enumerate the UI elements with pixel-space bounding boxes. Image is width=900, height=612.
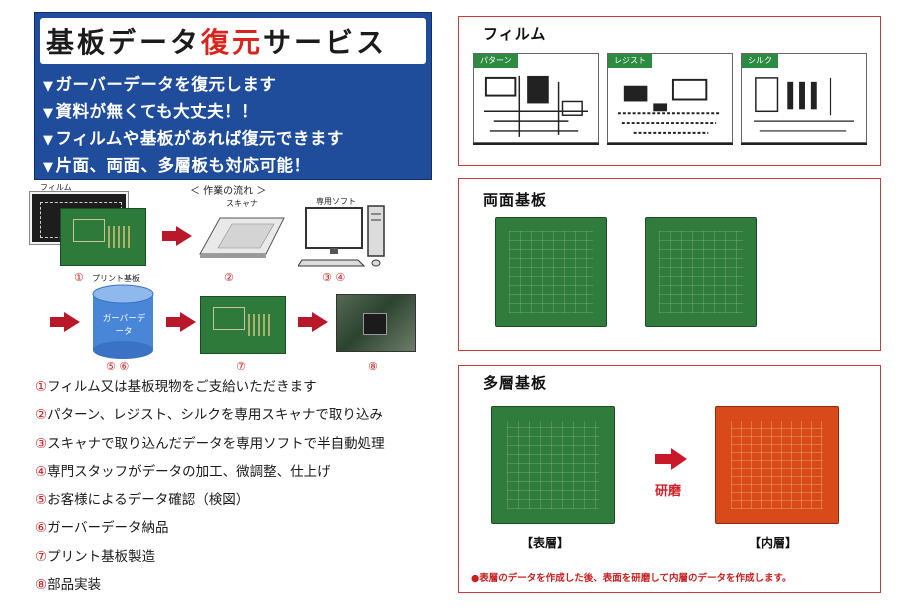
surface-layer-label: 【表層】 bbox=[521, 536, 570, 550]
list-item: ④専門スタッフがデータの加工、微調整、仕上げ bbox=[35, 463, 331, 480]
film-card-pattern: パターン bbox=[473, 53, 599, 143]
marker-3-4: ③ ④ bbox=[322, 271, 346, 284]
pcb-label: プリント基板 bbox=[92, 274, 140, 283]
banner-title-post: サービス bbox=[263, 26, 388, 59]
inner-layer-board-image bbox=[715, 406, 839, 524]
service-banner: 基板データ復元サービス ▼ガーバーデータを復元します ▼資料が無くても大丈夫！！… bbox=[34, 12, 432, 180]
banner-point: ▼片面、両面、多層板も対応可能！ bbox=[43, 152, 344, 179]
film-card-tag: シルク bbox=[742, 54, 778, 68]
list-item: ①フィルム又は基板現物をご支給いただきます bbox=[35, 379, 317, 395]
scanner-icon bbox=[199, 217, 285, 258]
flow-arrow-icon bbox=[166, 312, 196, 332]
film-card-resist: レジスト bbox=[607, 53, 733, 143]
manufactured-pcb-image bbox=[200, 296, 286, 354]
film-panel-title: フィルム bbox=[483, 25, 547, 43]
marker-8: ⑧ bbox=[368, 360, 378, 373]
cylinder-text: ガーバーデータ bbox=[102, 314, 146, 337]
film-card-silk: シルク bbox=[741, 53, 867, 143]
film-card-tag: パターン bbox=[474, 54, 518, 68]
film-panel: フィルム パターン レジスト シルク bbox=[458, 16, 881, 166]
multi-panel-title: 多層基板 bbox=[483, 374, 548, 392]
multilayer-note: ●表層のデータを作成した後、表面を研磨して内層のデータを作成します。 bbox=[471, 573, 792, 584]
triangle-bullet-icon: ▼ bbox=[43, 106, 54, 121]
flow-arrow-icon bbox=[162, 226, 192, 246]
film-label: フィルム bbox=[40, 183, 72, 192]
assembled-board-photo bbox=[336, 294, 416, 352]
flow-arrow-icon bbox=[50, 312, 80, 332]
computer-icon bbox=[298, 205, 385, 267]
grind-arrow-icon bbox=[655, 448, 687, 470]
marker-7: ⑦ bbox=[236, 360, 246, 373]
double-panel-title: 両面基板 bbox=[483, 191, 548, 209]
double-board-back-image bbox=[645, 217, 757, 327]
film-card-tag: レジスト bbox=[608, 54, 652, 68]
inner-layer-label: 【内層】 bbox=[749, 536, 798, 550]
list-item: ③スキャナで取り込んだデータを専用ソフトで半自動処理 bbox=[35, 435, 385, 452]
silk-film-art bbox=[753, 77, 855, 132]
banner-points: ▼ガーバーデータを復元します ▼資料が無くても大丈夫！！ ▼フィルムや基板があれ… bbox=[43, 71, 344, 179]
triangle-bullet-icon: ▼ bbox=[43, 133, 54, 148]
workflow-title: ＜ 作業の流れ ＞ bbox=[190, 186, 267, 197]
banner-title: 基板データ復元サービス bbox=[40, 18, 426, 64]
triangle-bullet-icon: ▼ bbox=[43, 160, 54, 175]
banner-title-pre: 基板データ bbox=[46, 26, 202, 59]
scanner-label: スキャナ bbox=[226, 199, 258, 208]
software-label: 専用ソフト bbox=[316, 197, 356, 206]
list-item: ⑧部品実装 bbox=[35, 577, 102, 594]
resist-film-art bbox=[617, 78, 721, 134]
process-steps: ①フィルム又は基板現物をご支給いただきます ②パターン、レジスト、シルクを専用ス… bbox=[35, 377, 385, 603]
marker-5-6: ⑤ ⑥ bbox=[106, 360, 130, 373]
multilayer-panel: 多層基板 研磨 【表層】 【内層】 ●表層のデータを作成した後、表面を研磨して内… bbox=[458, 365, 881, 593]
list-item: ⑦プリント基板製造 bbox=[35, 548, 156, 565]
triangle-bullet-icon: ▼ bbox=[43, 79, 54, 94]
marker-1: ① bbox=[74, 271, 84, 284]
workflow-diagram: フィルム ＜ 作業の流れ ＞ ① プリント基板 スキャナ ② 専用ソフト ③ ④… bbox=[30, 182, 430, 373]
banner-point: ▼資料が無くても大丈夫！！ bbox=[43, 98, 344, 125]
marker-2: ② bbox=[224, 271, 234, 284]
list-item: ⑤お客様によるデータ確認（検図） bbox=[35, 492, 250, 509]
list-item: ②パターン、レジスト、シルクを専用スキャナで取り込み bbox=[35, 407, 383, 424]
banner-point: ▼ガーバーデータを復元します bbox=[43, 71, 344, 98]
grind-label: 研磨 bbox=[655, 484, 682, 499]
surface-layer-board-image bbox=[491, 406, 615, 524]
flow-arrow-icon bbox=[298, 312, 328, 332]
list-item: ⑥ガーバーデータ納品 bbox=[35, 520, 169, 537]
double-board-front-image bbox=[495, 217, 607, 327]
double-sided-panel: 両面基板 bbox=[458, 178, 881, 351]
banner-point: ▼フィルムや基板があれば復元できます bbox=[43, 125, 344, 152]
gerber-data-cylinder bbox=[92, 284, 154, 359]
banner-title-accent: 復元 bbox=[201, 26, 264, 59]
pcb-image bbox=[60, 208, 146, 266]
pattern-film-art bbox=[483, 75, 589, 137]
